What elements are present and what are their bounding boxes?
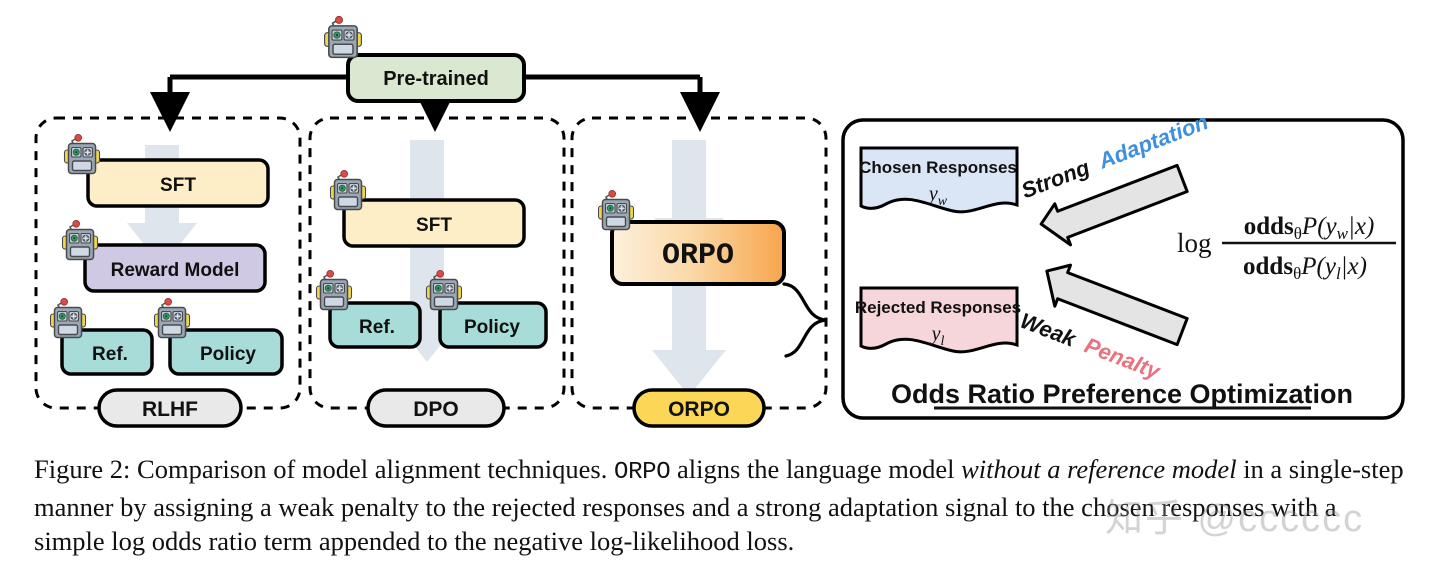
rlhf-box-ref: Ref. <box>92 344 128 365</box>
figure-caption: Figure 2: Comparison of model alignment … <box>34 452 1406 558</box>
panel-detail <box>841 118 1405 420</box>
panel-orpo <box>570 116 828 428</box>
panel-rlhf <box>34 116 302 428</box>
figure-diagram: Pre-trained SFT Reward Model Ref. Policy… <box>34 15 1405 428</box>
dpo-box-policy: Policy <box>464 317 520 338</box>
detail-panel-title: Odds Ratio Preference Optimization <box>891 379 1353 409</box>
chosen-responses-symbol: yw <box>927 183 948 209</box>
caption-mid1: aligns the language model <box>670 454 962 484</box>
pill-orpo: ORPO <box>668 398 730 421</box>
caption-mid2: in a single-step manner by assigning a w… <box>34 454 1404 556</box>
caption-italic: without a reference model <box>961 454 1237 484</box>
orpo-box-label: ORPO <box>662 239 734 273</box>
rlhf-box-sft: SFT <box>160 175 196 196</box>
pill-rlhf: RLHF <box>142 398 198 421</box>
rlhf-box-reward-model: Reward Model <box>111 260 240 281</box>
formula-numerator: oddsθP(yw|x) <box>1244 213 1375 243</box>
rlhf-box-policy: Policy <box>200 344 256 365</box>
chosen-responses-title: Chosen Responses <box>859 158 1017 177</box>
formula-denominator: oddsθP(yl|x) <box>1243 253 1367 283</box>
caption-prefix: Figure 2: Comparison of model alignment … <box>34 454 614 484</box>
pill-dpo: DPO <box>413 398 459 421</box>
pretrained-node <box>150 15 720 132</box>
rejected-responses-title: Rejected Responses <box>855 298 1021 317</box>
dpo-box-ref: Ref. <box>359 317 395 338</box>
panel-dpo <box>308 116 566 428</box>
caption-orpo-mono: ORPO <box>613 459 671 486</box>
pretrained-label: Pre-trained <box>383 68 489 90</box>
dpo-box-sft: SFT <box>416 215 452 236</box>
formula-log: log <box>1177 228 1212 258</box>
rejected-responses-symbol: yl <box>930 323 945 349</box>
